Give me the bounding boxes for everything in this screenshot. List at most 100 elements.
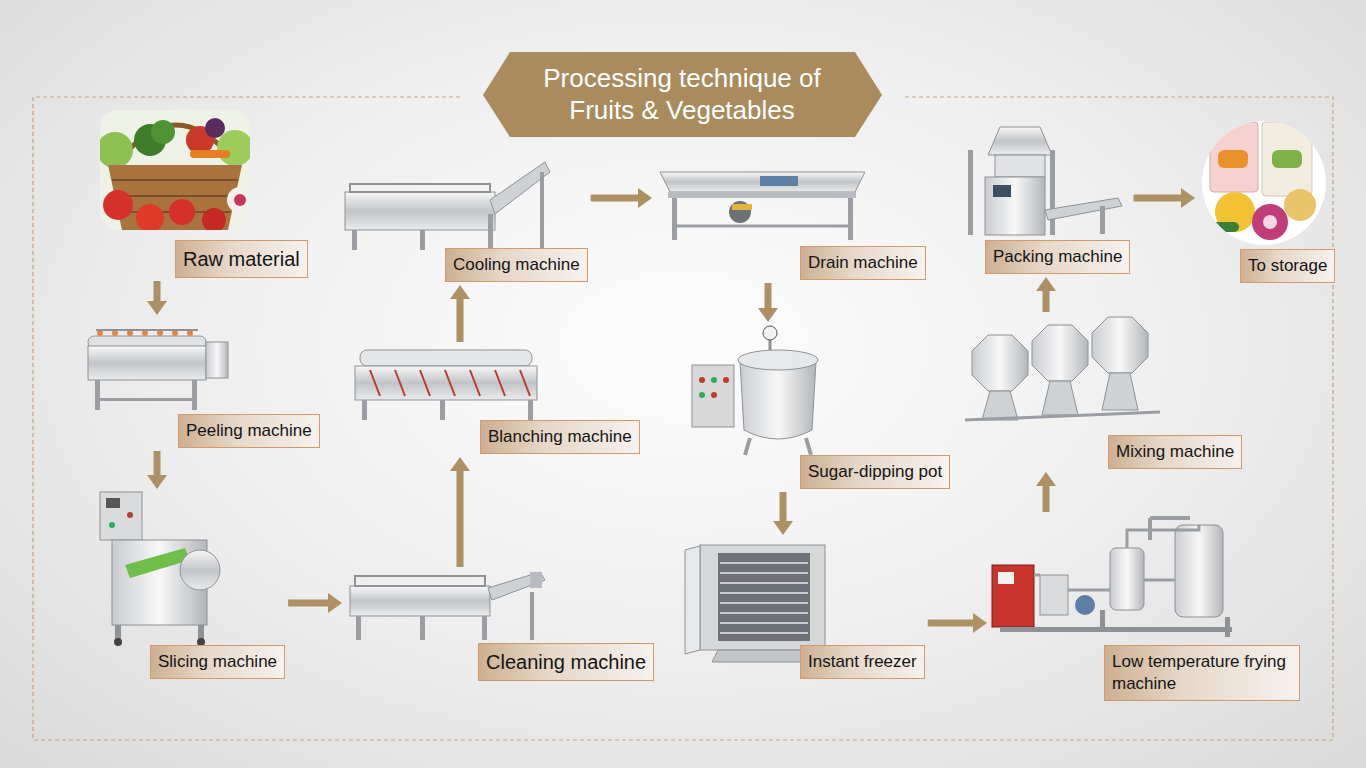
mixing-machine-part (965, 412, 1160, 420)
packing-machine-part (1050, 150, 1055, 235)
drain-machine-part (660, 172, 865, 192)
vegetable-basket-part (234, 194, 246, 206)
cooling-machine-part (540, 172, 544, 250)
product-bags-part-part (1218, 150, 1248, 168)
cooling-machine-part (345, 192, 495, 230)
drain-machine-part (732, 204, 752, 210)
machine-label: Raw material (183, 246, 300, 272)
vegetable-basket-part (103, 190, 133, 220)
packing-machine-part (993, 185, 1011, 197)
packing-machine (968, 127, 1122, 235)
frying-machine-part (1034, 525, 1199, 590)
machine-label: Mixing machine (1116, 441, 1234, 463)
label-box: To storage (1240, 249, 1335, 283)
machine-node: Sugar-dipping pot (690, 325, 950, 489)
frying-machine-part (1225, 617, 1230, 637)
machine-node: Packing machine (965, 125, 1130, 274)
sugar-dipping-pot-part (745, 438, 811, 455)
product-bags (1202, 121, 1326, 245)
label-box: Instant freezer (800, 645, 925, 679)
label-box: Slicing machine (150, 645, 285, 679)
blanching-machine (355, 350, 537, 420)
dashed-frame (33, 97, 1333, 740)
label-box: Raw material (175, 240, 308, 278)
slicing-machine-part (115, 625, 121, 639)
drain-machine-part (848, 198, 853, 240)
sugar-dipping-pot-part (763, 326, 777, 340)
cleaning-machine-part (530, 592, 534, 640)
product-bags-part-part (1205, 222, 1239, 232)
machine-node: Peeling machine (80, 318, 320, 448)
label-box: Peeling machine (178, 414, 320, 448)
flow-arrow (147, 281, 167, 315)
cleaning-machine-part (530, 572, 542, 588)
vegetable-basket-part (100, 132, 133, 168)
peeling-machine-part (95, 380, 100, 410)
packing-machine-part (988, 127, 1052, 155)
label-box: Cleaning machine (478, 643, 654, 681)
mixing-machine-part (1102, 373, 1138, 410)
sugar-dipping-pot-part (692, 365, 734, 427)
label-box: Blanching machine (480, 420, 640, 454)
product-bags-part-part (1263, 215, 1277, 229)
flow-arrow (1036, 472, 1056, 512)
cooling-machine-part (488, 214, 493, 250)
machine-node: Instant freezer (685, 538, 925, 679)
flow-arrow (1134, 188, 1196, 208)
sugar-dipping-pot-part (769, 340, 772, 350)
slicing-machine-part (198, 625, 204, 639)
drain-machine-part (668, 192, 856, 198)
machine-label: Packing machine (993, 246, 1122, 268)
cooling-machine-part (420, 230, 425, 250)
packing-machine-part (1100, 206, 1105, 234)
sugar-dipping-pot-part (740, 362, 816, 439)
machine-node: Low temperature frying machine (990, 515, 1300, 701)
instant-freezer-part (720, 563, 808, 633)
product-bags-part (1202, 121, 1326, 245)
sugar-dipping-pot-part (699, 377, 705, 383)
blanching-machine-part (360, 350, 532, 366)
product-bags-part-part (1262, 122, 1312, 196)
instant-freezer-part (700, 545, 825, 650)
slicing-machine-part (180, 550, 220, 590)
mixing-machine (965, 317, 1160, 420)
flow-arrow (928, 613, 987, 633)
drain-machine-part (760, 176, 798, 186)
machine-node: Blanching machine (350, 345, 640, 454)
label-box: Sugar-dipping pot (800, 455, 950, 489)
machine-label: Sugar-dipping pot (808, 461, 942, 483)
flow-arrow (758, 283, 778, 322)
machine-node: Drain machine (655, 160, 926, 280)
product-bags-part (1205, 122, 1316, 240)
product-bags-part-part (1284, 189, 1316, 221)
mixing-machine-part (1042, 381, 1078, 415)
vegetable-basket-part (190, 150, 230, 158)
drain-machine-part (729, 201, 751, 223)
slicing-machine-part (100, 492, 142, 540)
frying-machine-part (1000, 627, 1232, 632)
label-box: Cooling machine (445, 248, 588, 282)
machine-label: To storage (1248, 255, 1327, 277)
machine-node: Cooling machine (345, 160, 588, 282)
slicing-machine (100, 492, 220, 646)
machine-label: Instant freezer (808, 651, 917, 673)
machine-node: To storage (1198, 120, 1335, 283)
packing-machine-part (968, 150, 973, 235)
cleaning-machine (350, 572, 545, 640)
cooling-machine (345, 162, 550, 250)
mixing-machine-part (982, 391, 1018, 420)
sugar-dipping-pot-part (738, 350, 818, 370)
machine-node: Slicing machine (100, 492, 285, 679)
frying-machine-part (1150, 518, 1190, 540)
mixing-machine-part (972, 335, 1028, 391)
peeling-machine-part (206, 342, 228, 378)
machine-label: Peeling machine (186, 420, 312, 442)
vegetable-basket-part (169, 199, 195, 225)
frying-machine-part (1110, 548, 1144, 610)
machine-node: Raw material (100, 110, 308, 278)
flow-arrow (450, 457, 470, 567)
frying-machine-part (1075, 595, 1095, 615)
slicing-machine-part (127, 512, 133, 518)
cleaning-machine-part (350, 586, 490, 616)
